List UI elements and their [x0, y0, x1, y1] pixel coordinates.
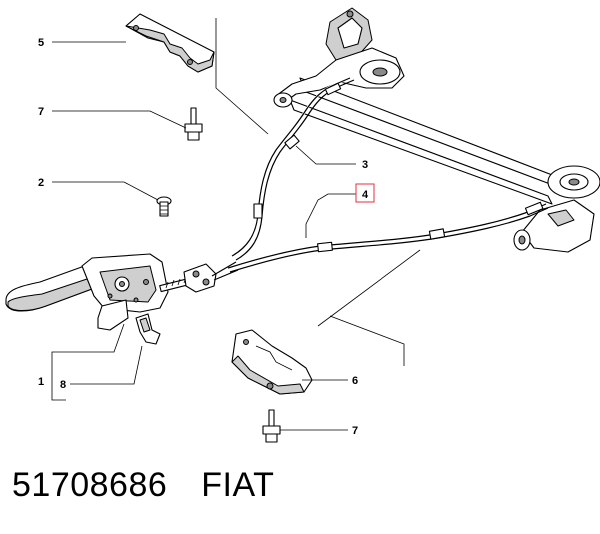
callout-7-lower: 7: [352, 425, 358, 437]
group-lines: [215, 18, 421, 366]
parking-brake-cable-left: [231, 76, 355, 261]
part-caption: 51708686 FIAT: [12, 466, 274, 505]
screw-part-2: [156, 196, 172, 217]
callout-7-upper: 7: [38, 106, 44, 118]
callout-1: 1: [38, 376, 44, 388]
hand-brake-lever: [5, 253, 239, 331]
bracket-part-6: [231, 329, 313, 395]
clip-part-8: [135, 313, 161, 345]
bracket-part-5: [125, 13, 215, 73]
callout-4-highlight-box: [355, 183, 375, 203]
callout-4: 4: [362, 189, 369, 201]
parking-brake-cable-right: [227, 201, 549, 273]
callout-3: 3: [362, 159, 368, 171]
bolt-part-7-lower: [262, 409, 281, 443]
callout-labels: 5 7 2 3 4 1 8 6 7: [38, 37, 375, 437]
bolt-part-7-upper: [184, 107, 203, 141]
rear-axle-frame: [273, 7, 600, 253]
leader-lines: [51, 41, 356, 431]
callout-5: 5: [38, 37, 44, 49]
callout-6: 6: [352, 375, 358, 387]
part-number: 51708686: [12, 466, 168, 504]
callout-8: 8: [60, 379, 66, 391]
brand-name: FIAT: [201, 466, 275, 504]
callout-2: 2: [38, 177, 44, 189]
